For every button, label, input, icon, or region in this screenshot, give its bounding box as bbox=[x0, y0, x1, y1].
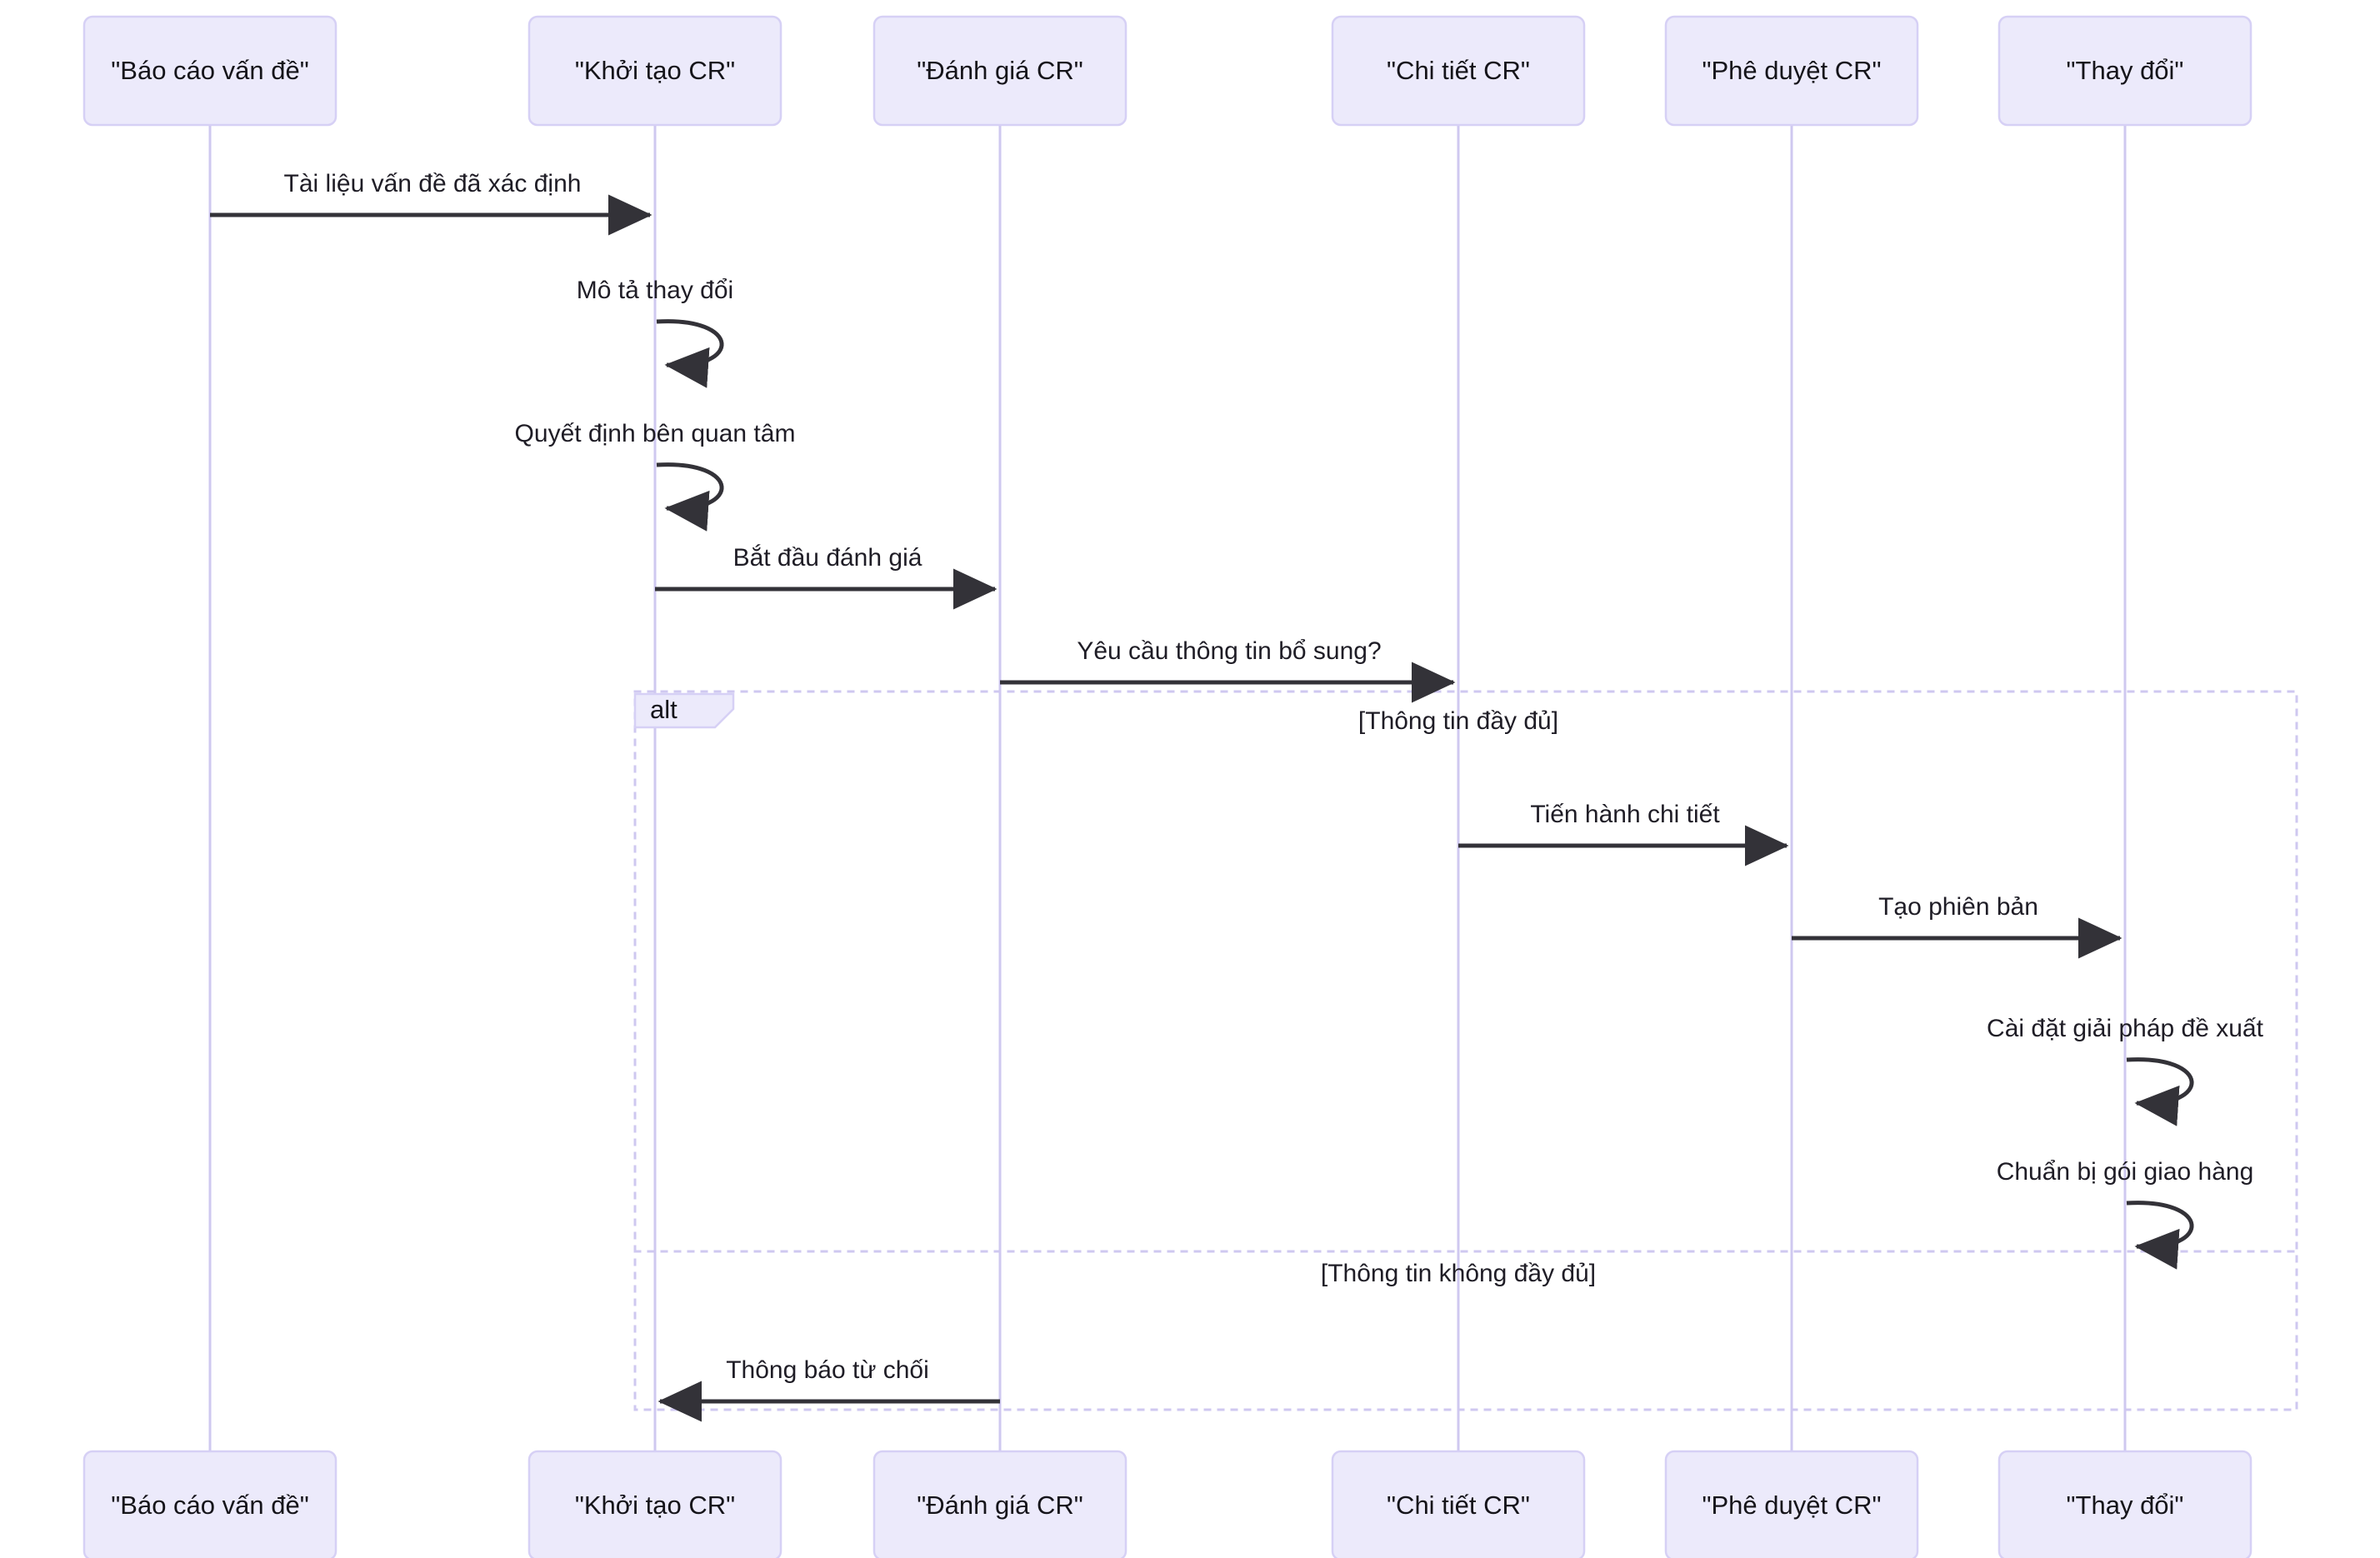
participant-footer-5[interactable]: "Phê duyệt CR" bbox=[1664, 1450, 1919, 1558]
participant-header-3[interactable]: "Đánh giá CR" bbox=[872, 15, 1128, 127]
participant-box bbox=[1331, 15, 1586, 127]
message-9: Chuẩn bị gói giao hàng bbox=[1997, 1158, 2254, 1270]
participant-box bbox=[82, 1450, 338, 1558]
participant-box bbox=[1998, 1450, 2252, 1558]
participant-label: "Đánh giá CR" bbox=[917, 1491, 1083, 1520]
alt-operator-label: alt bbox=[650, 695, 678, 724]
message-6: Tiến hành chi tiết bbox=[1458, 801, 1789, 866]
message-label: Chuẩn bị gói giao hàng bbox=[1997, 1158, 2254, 1186]
message-label: Thông báo từ chối bbox=[726, 1356, 929, 1384]
participant-box bbox=[528, 1450, 782, 1558]
participant-box bbox=[872, 15, 1128, 127]
alt-branch-condition-2: [Thông tin không đầy đủ] bbox=[1321, 1260, 1596, 1287]
participant-box bbox=[1664, 1450, 1919, 1558]
participant-box bbox=[1331, 1450, 1586, 1558]
message-label: Yêu cầu thông tin bổ sung? bbox=[1077, 637, 1381, 665]
self-message-arrow bbox=[656, 462, 724, 532]
participant-label: "Khởi tạo CR" bbox=[575, 56, 735, 85]
alt-branch-condition-1: [Thông tin đầy đủ] bbox=[1358, 707, 1558, 735]
participant-label: "Phê duyệt CR" bbox=[1702, 56, 1881, 85]
message-label: Tiến hành chi tiết bbox=[1530, 801, 1720, 828]
message-5: Yêu cầu thông tin bổ sung? bbox=[1000, 637, 1456, 703]
participant-box bbox=[528, 15, 782, 127]
message-7: Tạo phiên bản bbox=[1792, 893, 2122, 959]
participant-footer-4[interactable]: "Chi tiết CR" bbox=[1331, 1450, 1586, 1558]
self-message-arrow bbox=[656, 319, 724, 388]
participant-footer-1[interactable]: "Báo cáo vấn đề" bbox=[82, 1450, 338, 1558]
participant-box bbox=[1998, 15, 2252, 127]
participant-label: "Báo cáo vấn đề" bbox=[111, 1491, 308, 1520]
participant-label: "Chi tiết CR" bbox=[1387, 56, 1530, 85]
participant-headers-group: "Báo cáo vấn đề" "Khởi tạo CR" "Đánh giá C… bbox=[82, 15, 2252, 127]
message-8: Cài đặt giải pháp đề xuất bbox=[1987, 1015, 2264, 1126]
message-2: Mô tả thay đổi bbox=[577, 277, 733, 388]
participant-header-1[interactable]: "Báo cáo vấn đề" bbox=[82, 15, 338, 127]
alt-fragment-border bbox=[633, 690, 2298, 1411]
participant-box bbox=[82, 15, 338, 127]
participant-box bbox=[1664, 15, 1919, 127]
message-label: Tạo phiên bản bbox=[1878, 893, 2038, 921]
participant-footers-group: "Báo cáo vấn đề" "Khởi tạo CR" "Đánh giá C… bbox=[82, 1450, 2252, 1558]
message-label: Quyết định bên quan tâm bbox=[515, 420, 796, 447]
message-4: Bắt đầu đánh giá bbox=[655, 544, 998, 610]
participant-label: "Phê duyệt CR" bbox=[1702, 1491, 1881, 1520]
messages-group: Tài liệu vấn đề đã xác định Mô tả thay đổ… bbox=[210, 170, 2264, 1422]
participant-footer-2[interactable]: "Khởi tạo CR" bbox=[528, 1450, 782, 1558]
participant-header-2[interactable]: "Khởi tạo CR" bbox=[528, 15, 782, 127]
lifelines-group bbox=[208, 125, 2127, 1451]
message-label: Mô tả thay đổi bbox=[577, 277, 733, 304]
message-label: Bắt đầu đánh giá bbox=[733, 544, 922, 572]
alt-fragment-group[interactable]: [Thông tin đầy đủ] [Thông tin không đầy đ… bbox=[633, 690, 2298, 1411]
self-message-arrow bbox=[2126, 1201, 2194, 1270]
participant-label: "Chi tiết CR" bbox=[1387, 1491, 1530, 1520]
message-label: Cài đặt giải pháp đề xuất bbox=[1987, 1015, 2264, 1042]
message-1: Tài liệu vấn đề đã xác định bbox=[210, 170, 652, 236]
participant-header-4[interactable]: "Chi tiết CR" bbox=[1331, 15, 1586, 127]
alt-operator-tag-box bbox=[633, 692, 735, 729]
participant-footer-6[interactable]: "Thay đổi" bbox=[1998, 1450, 2252, 1558]
participant-label: "Thay đổi" bbox=[2067, 1491, 2184, 1520]
participant-label: "Đánh giá CR" bbox=[917, 56, 1083, 85]
participant-header-6[interactable]: "Thay đổi" bbox=[1998, 15, 2252, 127]
message-3: Quyết định bên quan tâm bbox=[515, 420, 796, 532]
participant-footer-3[interactable]: "Đánh giá CR" bbox=[872, 1450, 1128, 1558]
participant-box bbox=[872, 1450, 1128, 1558]
participant-label: "Khởi tạo CR" bbox=[575, 1491, 735, 1520]
participant-label: "Báo cáo vấn đề" bbox=[111, 56, 308, 85]
message-label: Tài liệu vấn đề đã xác định bbox=[284, 170, 582, 197]
self-message-arrow bbox=[2126, 1057, 2194, 1126]
participant-label: "Thay đổi" bbox=[2067, 56, 2184, 85]
participant-header-5[interactable]: "Phê duyệt CR" bbox=[1664, 15, 1919, 127]
message-10: Thông báo từ chối bbox=[658, 1356, 1000, 1422]
